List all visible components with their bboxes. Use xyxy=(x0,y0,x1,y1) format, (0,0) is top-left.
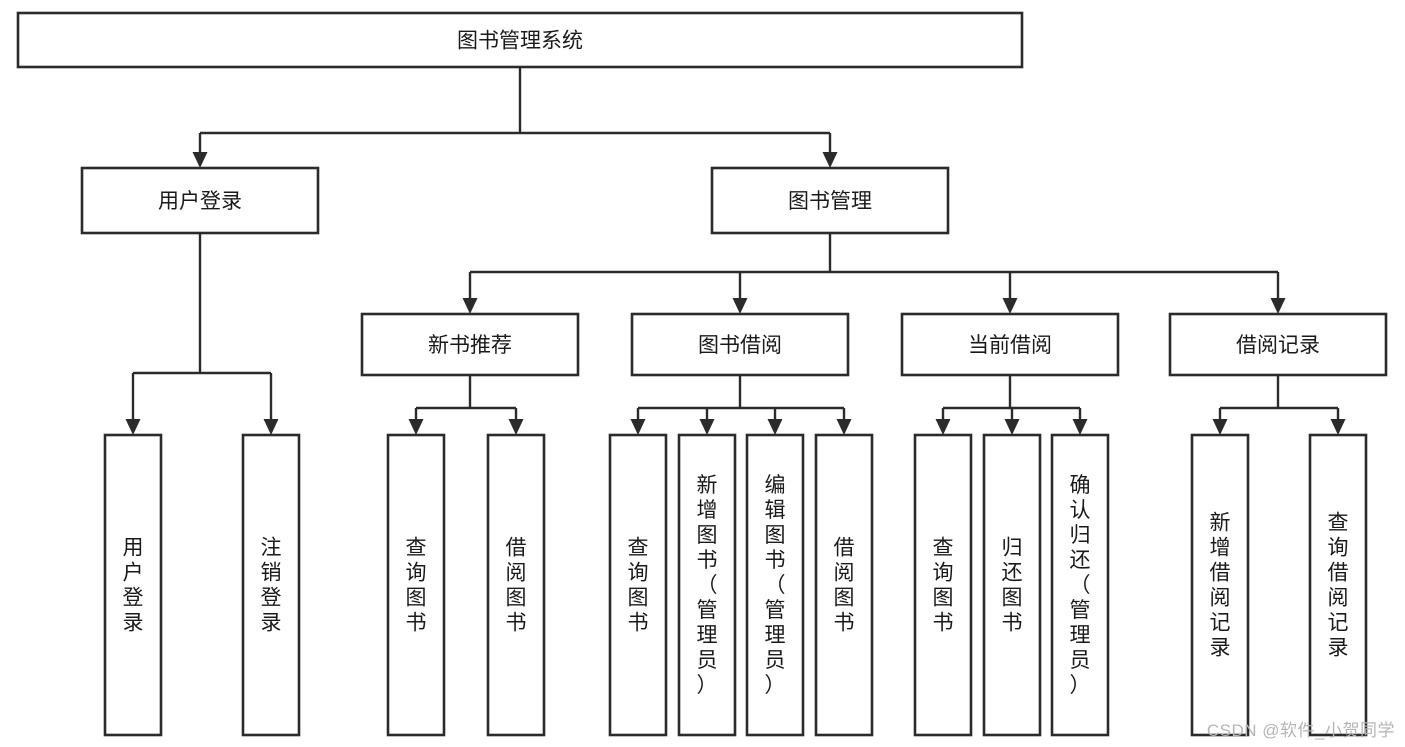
node-box-record-query xyxy=(1308,433,1368,737)
node-box-current-borrow xyxy=(900,312,1120,377)
edge-group-user-login xyxy=(125,233,279,435)
edge-group-book-borrow xyxy=(630,375,852,435)
node-label-book-borrow: 图书借阅 xyxy=(698,334,782,357)
node-box-borrow-record xyxy=(1168,312,1388,377)
node-label-root: 图书管理系统 xyxy=(457,30,583,53)
edge-group-root xyxy=(192,67,838,168)
node-box-recommend-query-book xyxy=(386,433,446,737)
node-box-user-login xyxy=(80,166,320,235)
node-book-manage[interactable]: 图书管理 xyxy=(710,166,950,235)
node-current-borrow[interactable]: 当前借阅 xyxy=(900,312,1120,377)
arrow-head-icon xyxy=(508,419,524,435)
node-borrow-edit-book[interactable]: 编辑图书（管理员） xyxy=(745,433,805,737)
node-box-root xyxy=(16,11,1024,69)
node-box-borrow-add-book xyxy=(677,433,737,737)
node-label-borrow-query-book: 查询图书 xyxy=(628,537,649,635)
node-box-user-login-login xyxy=(103,433,163,737)
arrow-head-icon xyxy=(1004,419,1020,435)
node-box-book-manage xyxy=(710,166,950,235)
arrow-head-icon xyxy=(408,419,424,435)
arrow-head-icon xyxy=(732,298,748,314)
node-label-borrow-edit-book: 编辑图书（管理员） xyxy=(765,474,786,697)
node-box-current-return-book xyxy=(982,433,1042,737)
arrow-head-icon xyxy=(767,419,783,435)
node-current-return-book[interactable]: 归还图书 xyxy=(982,433,1042,737)
node-recommend-borrow-book[interactable]: 借阅图书 xyxy=(486,433,546,737)
arrow-head-icon xyxy=(1002,298,1018,314)
node-record-query[interactable]: 查询借阅记录 xyxy=(1308,433,1368,737)
node-box-borrow-borrow-book xyxy=(814,433,874,737)
arrow-head-icon xyxy=(192,152,208,168)
node-box-current-confirm-return xyxy=(1050,433,1110,737)
node-box-book-borrow xyxy=(630,312,850,377)
node-layer: 图书管理系统用户登录图书管理用户登录注销登录新书推荐图书借阅当前借阅借阅记录查询… xyxy=(16,11,1388,737)
edge-group-borrow-record xyxy=(1212,375,1346,435)
arrow-head-icon xyxy=(699,419,715,435)
node-borrow-query-book[interactable]: 查询图书 xyxy=(608,433,668,737)
node-label-recommend-borrow-book: 借阅图书 xyxy=(506,537,527,635)
node-user-login-login[interactable]: 用户登录 xyxy=(103,433,163,737)
node-label-book-manage: 图书管理 xyxy=(788,190,872,213)
node-new-book-recommend[interactable]: 新书推荐 xyxy=(360,312,580,377)
node-borrow-add-book[interactable]: 新增图书（管理员） xyxy=(677,433,737,737)
node-box-borrow-edit-book xyxy=(745,433,805,737)
node-label-user-login-login: 用户登录 xyxy=(123,537,144,635)
node-book-borrow[interactable]: 图书借阅 xyxy=(630,312,850,377)
arrow-head-icon xyxy=(1270,298,1286,314)
node-box-current-query-book xyxy=(913,433,973,737)
node-box-recommend-borrow-book xyxy=(486,433,546,737)
arrow-head-icon xyxy=(630,419,646,435)
node-label-current-confirm-return: 确认归还（管理员） xyxy=(1070,474,1091,697)
node-user-login[interactable]: 用户登录 xyxy=(80,166,320,235)
edge-group-current-borrow xyxy=(935,375,1088,435)
node-label-current-borrow: 当前借阅 xyxy=(968,334,1052,357)
node-borrow-record[interactable]: 借阅记录 xyxy=(1168,312,1388,377)
node-root[interactable]: 图书管理系统 xyxy=(16,11,1024,69)
arrow-head-icon xyxy=(822,152,838,168)
arrow-head-icon xyxy=(263,419,279,435)
node-recommend-query-book[interactable]: 查询图书 xyxy=(386,433,446,737)
arrow-head-icon xyxy=(462,298,478,314)
node-label-user-login-logout: 注销登录 xyxy=(261,537,282,635)
node-label-borrow-add-book: 新增图书（管理员） xyxy=(697,474,718,697)
node-label-borrow-borrow-book: 借阅图书 xyxy=(834,537,855,635)
edge-group-new-book-recommend xyxy=(408,375,524,435)
node-label-current-return-book: 归还图书 xyxy=(1002,537,1023,635)
node-current-query-book[interactable]: 查询图书 xyxy=(913,433,973,737)
arrow-head-icon xyxy=(935,419,951,435)
node-box-borrow-query-book xyxy=(608,433,668,737)
arrow-head-icon xyxy=(836,419,852,435)
arrow-head-icon xyxy=(1330,419,1346,435)
node-current-confirm-return[interactable]: 确认归还（管理员） xyxy=(1050,433,1110,737)
node-label-user-login: 用户登录 xyxy=(158,190,242,213)
node-borrow-borrow-book[interactable]: 借阅图书 xyxy=(814,433,874,737)
arrow-head-icon xyxy=(1072,419,1088,435)
node-label-current-query-book: 查询图书 xyxy=(933,537,954,635)
arrow-head-icon xyxy=(1212,419,1228,435)
node-box-record-add xyxy=(1190,433,1250,737)
node-label-new-book-recommend: 新书推荐 xyxy=(428,334,512,357)
connector-layer xyxy=(125,67,1346,435)
node-user-login-logout[interactable]: 注销登录 xyxy=(241,433,301,737)
node-box-new-book-recommend xyxy=(360,312,580,377)
node-label-recommend-query-book: 查询图书 xyxy=(406,537,427,635)
edge-group-book-manage xyxy=(462,233,1286,314)
node-label-record-query: 查询借阅记录 xyxy=(1328,512,1349,660)
arrow-head-icon xyxy=(125,419,141,435)
node-label-record-add: 新增借阅记录 xyxy=(1210,512,1231,660)
node-box-user-login-logout xyxy=(241,433,301,737)
watermark-label: CSDN @软件_小贺同学 xyxy=(1206,721,1395,740)
node-label-borrow-record: 借阅记录 xyxy=(1236,334,1320,357)
node-record-add[interactable]: 新增借阅记录 xyxy=(1190,433,1250,737)
